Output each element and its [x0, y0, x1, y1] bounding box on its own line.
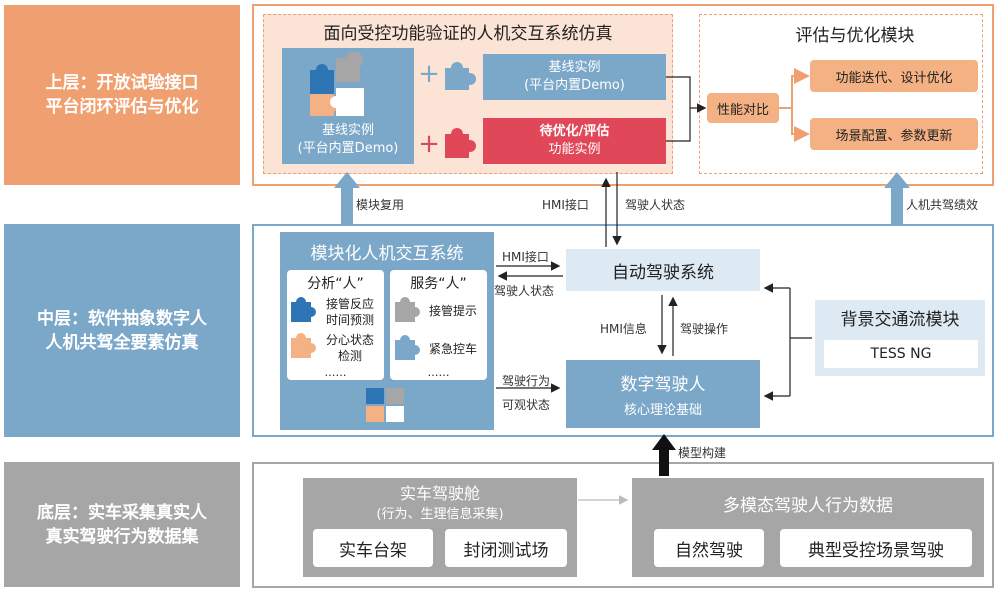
pending-line2: 功能实例 [548, 142, 601, 157]
label-model-build: 模型构建 [678, 446, 727, 460]
data-title: 多模态驾驶人行为数据 [723, 495, 893, 516]
pending-block: 待优化/评估 功能实例 [483, 118, 666, 164]
emergency-text: 紧急控车 [428, 341, 477, 356]
layer-bottom-label: 底层：实车采集真实人 真实驾驶行为数据集 [4, 462, 240, 587]
digital-driver-title: 数字驾驶人 [620, 375, 706, 395]
distraction-line1: 分心状态 [325, 333, 374, 347]
eval-title: 评估与优化模块 [795, 25, 915, 46]
takeover-hint-text: 接管提示 [428, 303, 477, 318]
layer-top-line1: 上层：开放试验接口 [45, 73, 199, 93]
sim-title: 面向受控功能验证的人机交互系统仿真 [323, 23, 613, 44]
layer-mid-label: 中层：软件抽象数字人 人机共驾全要素仿真 [4, 224, 240, 437]
puzzle-group-icon [310, 52, 364, 116]
layer-top-line2: 平台闭环评估与优化 [45, 97, 199, 117]
label-driver-state2: 驾驶人状态 [494, 284, 555, 298]
puzzle-combo-icon [366, 388, 404, 422]
digital-driver-block: 数字驾驶人 核心理论基础 [566, 360, 760, 428]
bench-box: 实车台架 [313, 529, 433, 567]
layer-mid-line1: 中层：软件抽象数字人 [37, 308, 207, 329]
digital-driver-sub: 核心理论基础 [623, 403, 702, 418]
cabin-sub: (行为、生理信息采集) [376, 506, 504, 522]
top-layer-frame [252, 4, 994, 186]
perf-compare-box: 性能对比 [707, 93, 779, 123]
label-hmi-interface2: HMI接口 [502, 250, 549, 264]
puzzle-red-icon [445, 128, 476, 158]
analysis-card [287, 270, 384, 380]
plus-blue: + [418, 59, 440, 89]
analysis-dots: …… [324, 365, 347, 379]
layer-bottom-line1: 底层：实车采集真实人 [37, 502, 207, 523]
baseline-right-line1: 基线实例 [548, 60, 601, 75]
bottom-layer-frame [252, 462, 994, 588]
traffic-title: 背景交通流模块 [840, 309, 960, 330]
pending-line1: 待优化/评估 [539, 124, 610, 139]
service-title: 服务“人” [410, 276, 467, 292]
takeover-time-line2: 时间预测 [325, 313, 374, 327]
analysis-title: 分析“人” [307, 276, 364, 292]
puzzle-blue-icon [291, 297, 316, 322]
typical-box: 典型受控场景驾驶 [780, 529, 972, 567]
baseline-right-line2: (平台内置Demo) [524, 78, 625, 93]
cabin-title: 实车驾驶舱 [399, 484, 480, 503]
puzzle-lightblue-icon [395, 335, 420, 360]
layer-bottom-line2: 真实驾驶行为数据集 [45, 526, 199, 547]
ads-block: 自动驾驶系统 [566, 249, 760, 291]
service-dots: …… [427, 365, 450, 379]
label-driver-state: 驾驶人状态 [625, 198, 686, 212]
mid-layer-frame [252, 224, 994, 437]
label-hmi-interface: HMI接口 [542, 198, 589, 212]
takeover-time-text: 接管反应 时间预测 [318, 296, 382, 328]
baseline-left-line1: 基线实例 [321, 123, 374, 138]
baseline-right-block: 基线实例 (平台内置Demo) [483, 54, 666, 100]
scene-config-box: 场景配置、参数更新 [810, 118, 978, 150]
puzzle-orange-icon [291, 333, 316, 358]
iteration-box: 功能迭代、设计优化 [810, 60, 978, 92]
takeover-time-line1: 接管反应 [325, 297, 374, 311]
natural-box: 自然驾驶 [654, 529, 764, 567]
label-hmi-info: HMI信息 [600, 322, 647, 336]
service-card [390, 270, 487, 380]
plus-red: + [418, 129, 440, 159]
puzzle-gray-icon [445, 62, 476, 90]
label-module-reuse: 模块复用 [356, 198, 405, 212]
modular-hmi-title: 模块化人机交互系统 [310, 243, 464, 264]
tess-box: TESS NG [824, 340, 978, 368]
layer-mid-line2: 人机共驾全要素仿真 [45, 332, 199, 353]
field-box: 封闭测试场 [445, 529, 567, 567]
layer-top-label: 上层：开放试验接口 平台闭环评估与优化 [4, 5, 240, 185]
puzzle-gray-small-icon [395, 297, 420, 322]
baseline-left-text: 基线实例 (平台内置Demo) [282, 120, 414, 160]
label-drive-behavior: 驾驶行为 [502, 374, 551, 388]
label-drive-op: 驾驶操作 [680, 322, 729, 336]
distraction-text: 分心状态 检测 [318, 332, 382, 364]
distraction-line2: 检测 [337, 349, 362, 363]
baseline-left-line2: (平台内置Demo) [297, 141, 399, 156]
label-copilot-perf: 人机共驾绩效 [906, 198, 979, 212]
label-observable-state: 可观状态 [502, 398, 551, 412]
